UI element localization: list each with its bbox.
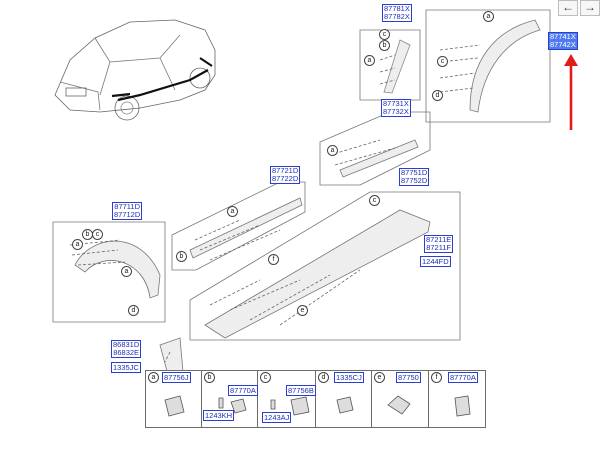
callout-87711[interactable]: 87711D 87712D xyxy=(112,202,143,220)
callout-87731[interactable]: 87731X 87732X xyxy=(381,99,411,117)
callout-line: 87742X xyxy=(550,40,576,49)
marker-a: a xyxy=(227,206,238,217)
marker-c: c xyxy=(92,229,103,240)
marker-d: d xyxy=(128,305,139,316)
arrow-left-icon: ← xyxy=(562,0,574,14)
marker-c: c xyxy=(369,195,380,206)
legend-letter-a: a xyxy=(148,372,159,383)
callout-line: 87752D xyxy=(401,176,428,185)
callout-line: 87711D xyxy=(114,202,140,211)
legend-letter-e: e xyxy=(374,372,385,383)
callout-86831[interactable]: 86831D 86832E xyxy=(111,340,142,358)
vehicle-illustration xyxy=(54,19,216,121)
marker-a: a xyxy=(72,239,83,250)
callout-line: 87211E xyxy=(426,235,452,244)
callout-1335jc[interactable]: 1335JC xyxy=(111,362,141,373)
legend-letter-f: f xyxy=(431,372,442,383)
legend-part-87756j[interactable]: 87756J xyxy=(162,372,191,383)
marker-a: a xyxy=(121,266,132,277)
forward-button[interactable]: → xyxy=(580,0,600,16)
marker-f: f xyxy=(268,254,279,265)
callout-1244fd[interactable]: 1244FD xyxy=(420,256,451,267)
legend-part-1243kh[interactable]: 1243KH xyxy=(203,410,235,421)
callout-87781[interactable]: 87781X 87782X xyxy=(382,4,412,22)
callout-line: 87721D xyxy=(272,166,299,175)
legend-part-1335cj[interactable]: 1335CJ xyxy=(334,372,364,383)
callout-line: 86832E xyxy=(113,348,140,357)
callout-line: 87712D xyxy=(114,210,141,219)
callout-87751[interactable]: 87751D 87752D xyxy=(399,168,430,186)
callout-line: 87782X xyxy=(384,12,410,21)
callout-line: 87732X xyxy=(383,107,409,116)
callout-line: 87741X xyxy=(550,32,576,41)
callout-87721[interactable]: 87721D 87722D xyxy=(270,166,301,184)
callout-line: 86831D xyxy=(113,340,140,349)
marker-d: d xyxy=(432,90,443,101)
legend-part-87770a[interactable]: 87770A xyxy=(448,372,478,383)
marker-a: a xyxy=(327,145,338,156)
callout-line: 87781X xyxy=(384,4,410,13)
legend-letter-c: c xyxy=(260,372,271,383)
marker-c: c xyxy=(437,56,448,67)
legend-part-87750[interactable]: 87750 xyxy=(396,372,421,383)
back-button[interactable]: ← xyxy=(558,0,578,16)
marker-c: c xyxy=(379,29,390,40)
arrow-right-icon: → xyxy=(584,0,596,14)
callout-line: 87211F xyxy=(426,243,452,252)
legend-part-1243aj[interactable]: 1243AJ xyxy=(262,412,292,423)
legend-letter-b: b xyxy=(204,372,215,383)
callout-line: 87722D xyxy=(272,174,299,183)
callout-line: 87751D xyxy=(401,168,428,177)
red-arrow-indicator xyxy=(564,54,578,130)
marker-b: b xyxy=(176,251,187,262)
marker-a: a xyxy=(483,11,494,22)
callout-87211[interactable]: 87211E 87211F xyxy=(424,235,454,253)
legend-part-87756b[interactable]: 87756B xyxy=(286,385,316,396)
legend-letter-d: d xyxy=(318,372,329,383)
legend-part-87770a[interactable]: 87770A xyxy=(228,385,258,396)
callout-87741-highlighted[interactable]: 87741X 87742X xyxy=(548,32,578,50)
marker-a: a xyxy=(364,55,375,66)
marker-e: e xyxy=(297,305,308,316)
marker-b: b xyxy=(379,40,390,51)
callout-line: 87731X xyxy=(383,99,409,108)
